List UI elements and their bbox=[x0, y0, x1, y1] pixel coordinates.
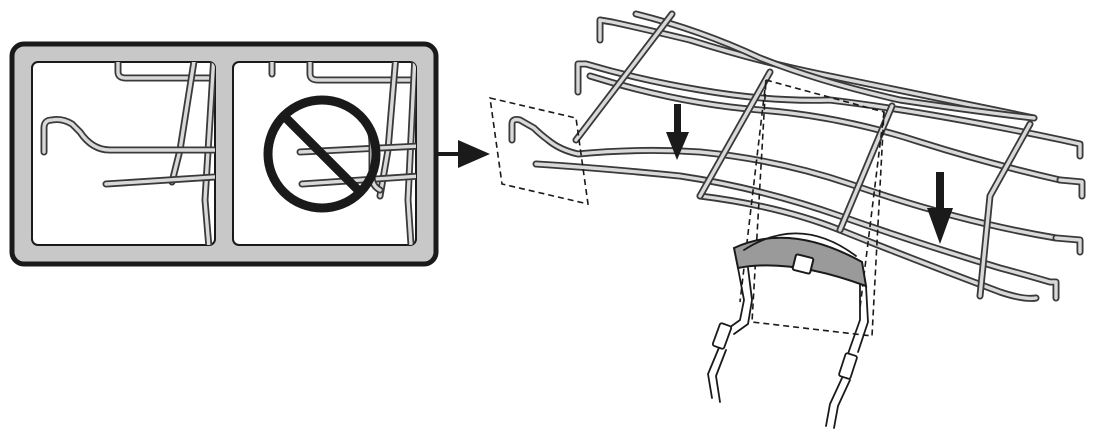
no-symbol-icon bbox=[263, 95, 381, 213]
carrier-strap bbox=[707, 232, 869, 429]
hook-highlight-box bbox=[489, 96, 589, 206]
incorrect-placement-panel bbox=[263, 62, 416, 245]
rack-hook-detail-correct bbox=[40, 62, 215, 245]
dish-rack bbox=[508, 10, 1086, 302]
rack-end-hooks bbox=[1052, 176, 1086, 256]
rack-crosswires bbox=[572, 10, 1034, 300]
arrow-down-icon bbox=[927, 172, 953, 244]
correct-placement-panel bbox=[40, 62, 215, 245]
rack-rails bbox=[508, 10, 1084, 302]
arrow-right-icon bbox=[436, 140, 490, 168]
arrow-down-icon bbox=[666, 104, 689, 160]
